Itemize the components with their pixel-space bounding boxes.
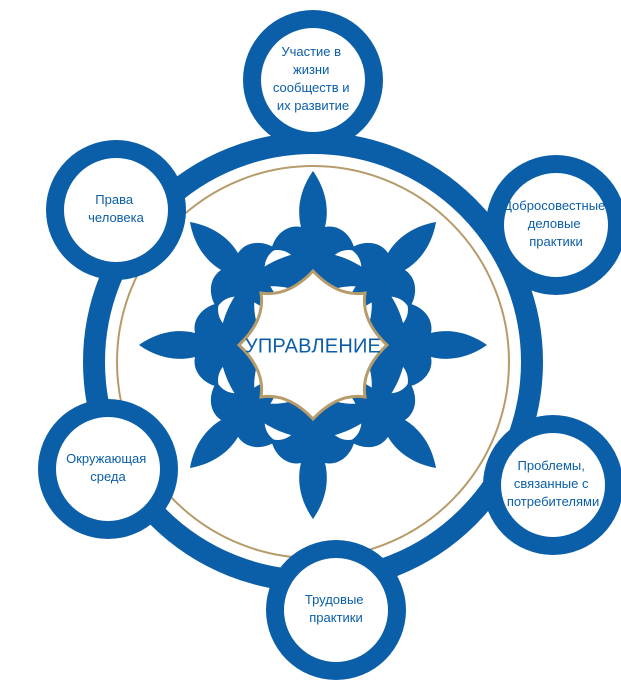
- node-label: Окружающая среда: [66, 451, 150, 484]
- center-label: УПРАВЛЕНИЕ: [245, 335, 381, 357]
- node-label-line: практики: [529, 234, 583, 249]
- node-inner-circle: [284, 558, 388, 662]
- center-star-frame: [236, 268, 390, 422]
- node-human-rights: Права человека: [46, 140, 186, 280]
- node-consumer-issues: Проблемы, связанные с потребителями: [483, 415, 621, 555]
- center-ornament: УПРАВЛЕНИЕ: [139, 171, 487, 519]
- node-fair-business: Добросовестные деловые практики: [486, 155, 621, 295]
- node-label-line: сообществ и: [273, 80, 350, 95]
- node-label-line: практики: [309, 610, 363, 625]
- node-label: Добросовестные деловые практики: [503, 198, 609, 249]
- node-inner-circle: [261, 28, 365, 132]
- ornament-petals: [139, 171, 487, 519]
- node-label-line: Участие в: [281, 44, 341, 59]
- node-inner-circle: [56, 417, 160, 521]
- node-label-line: Проблемы,: [518, 458, 585, 473]
- node-label-line: потребителями: [507, 494, 599, 509]
- node-label-line: Окружающая: [66, 451, 146, 466]
- node-label-line: человека: [88, 210, 144, 225]
- node-label: Права человека: [88, 192, 144, 225]
- node-inner-circle: [504, 173, 608, 277]
- node-inner-circle: [64, 158, 168, 262]
- node-label-line: жизни: [293, 62, 329, 77]
- node-label-line: среда: [90, 469, 126, 484]
- node-label-line: их развитие: [277, 98, 349, 113]
- outer-nodes: Участие в жизни сообществ и их развитие …: [38, 10, 621, 680]
- node-label: Проблемы, связанные с потребителями: [507, 458, 599, 509]
- node-label-line: Добросовестные: [503, 198, 605, 213]
- node-label-line: Трудовые: [305, 592, 364, 607]
- node-environment: Окружающая среда: [38, 399, 178, 539]
- node-labour: Трудовые практики: [266, 540, 406, 680]
- node-label-line: связанные с: [514, 476, 589, 491]
- node-label-line: Права: [95, 192, 134, 207]
- node-label: Участие в жизни сообществ и их развитие: [273, 44, 353, 113]
- node-inner-circle: [501, 433, 605, 537]
- node-community: Участие в жизни сообществ и их развитие: [243, 10, 383, 150]
- node-label: Трудовые практики: [305, 592, 367, 625]
- node-label-line: деловые: [528, 216, 581, 231]
